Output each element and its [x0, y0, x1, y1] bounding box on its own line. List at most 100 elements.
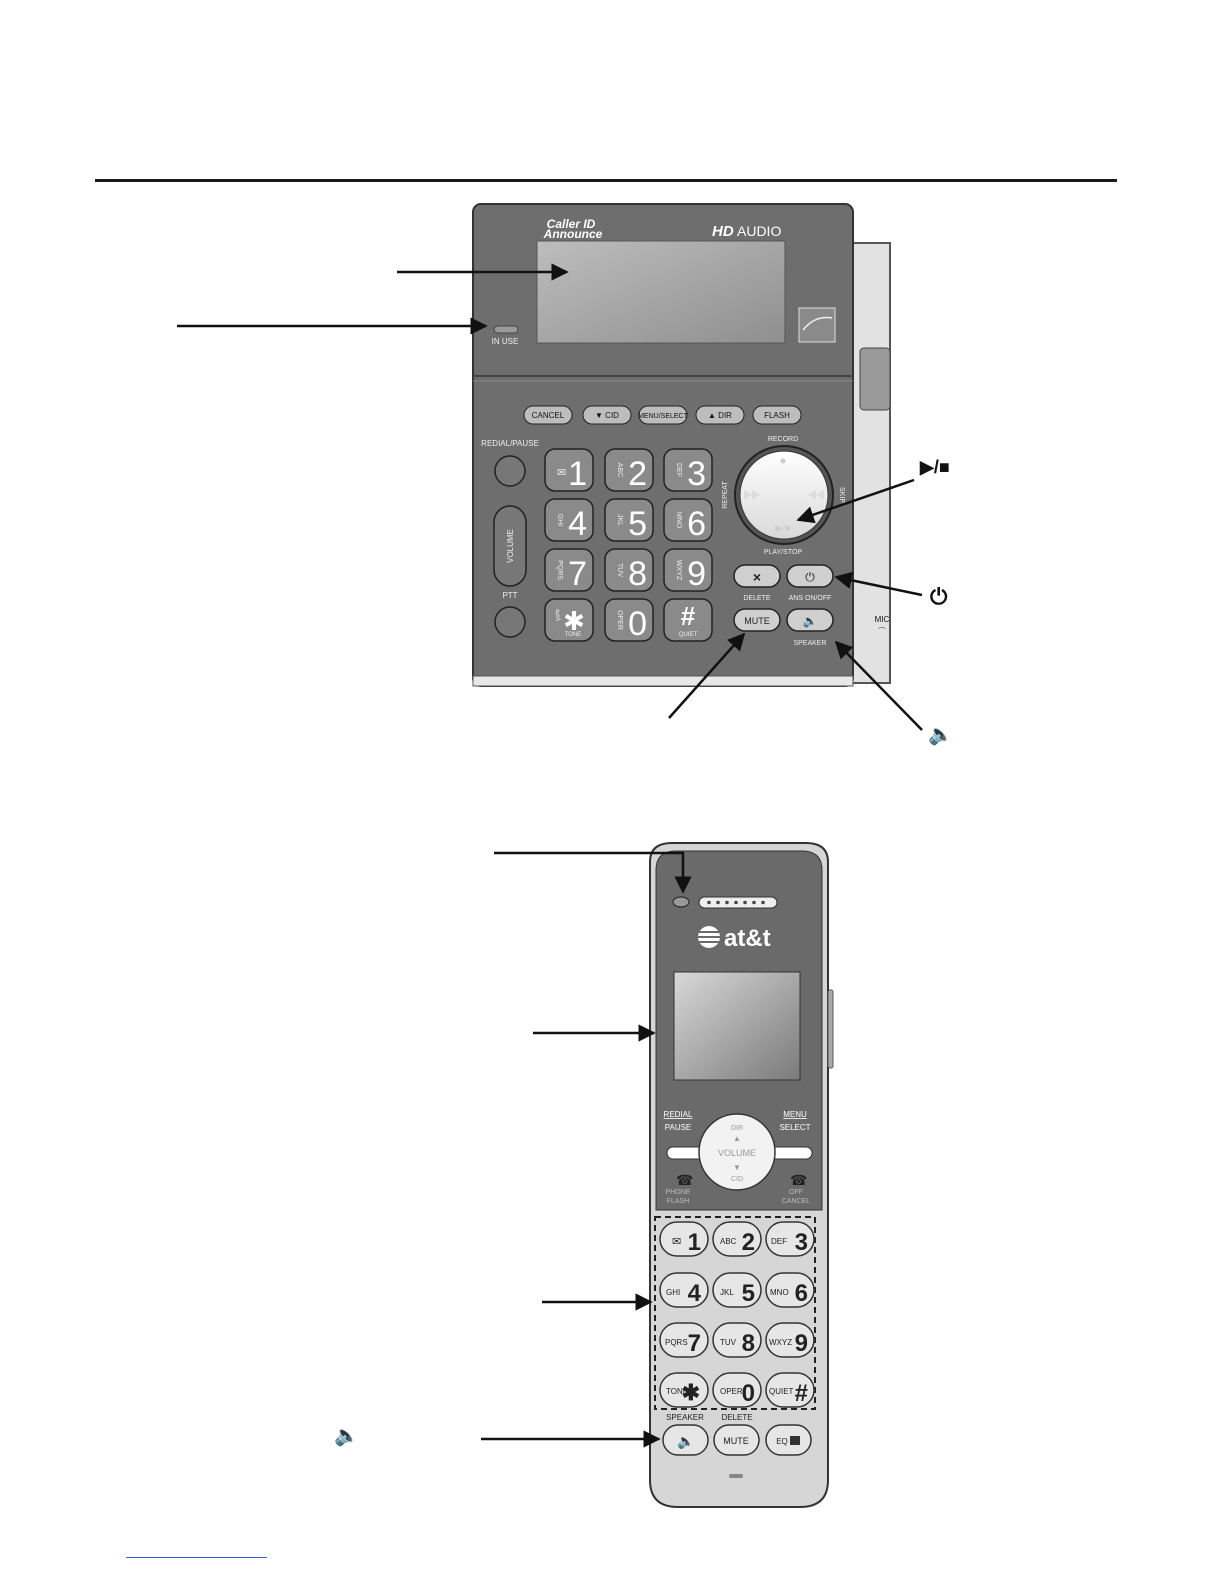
base-lcd-screen — [536, 240, 786, 344]
base-mute-button[interactable] — [733, 608, 781, 632]
base-side-panel — [851, 242, 891, 684]
mic-hole-icon: ⌒ — [878, 627, 886, 636]
svg-text:#: # — [795, 1380, 808, 1407]
ans-on-off-button[interactable] — [786, 564, 834, 588]
svg-text:TUV: TUV — [720, 1338, 737, 1347]
ans-on-off-label: ANS ON/OFF — [789, 595, 832, 602]
svg-text:WXYZ: WXYZ — [769, 1338, 792, 1347]
skip-label: SKIP — [838, 487, 845, 503]
play-stop-callout-icon: ▶/■ — [919, 457, 950, 477]
hs-off-icon[interactable]: ☎ — [790, 1172, 807, 1188]
hs-mute-button[interactable] — [713, 1424, 760, 1456]
hs-speaker-button[interactable] — [662, 1424, 709, 1456]
svg-text:#: # — [681, 601, 696, 631]
footer-link-underline[interactable] — [126, 1557, 267, 1558]
svg-text:JKL: JKL — [720, 1288, 734, 1297]
hs-down-icon: ▼ — [733, 1163, 741, 1172]
hs-key-8[interactable]: TUV 8 — [712, 1322, 762, 1358]
svg-text:QUIET: QUIET — [769, 1387, 794, 1396]
hs-key-1[interactable]: ✉1 — [659, 1221, 709, 1257]
callout-arrow-play-stop — [796, 478, 915, 524]
top-rule — [95, 179, 1117, 182]
svg-text:CANCEL: CANCEL — [532, 411, 565, 420]
svg-text:0: 0 — [628, 605, 647, 643]
svg-text:PQRS: PQRS — [556, 560, 563, 580]
hs-dir-label: DIR — [731, 1125, 743, 1132]
forward-icon — [808, 490, 824, 500]
hs-eq-button[interactable] — [765, 1424, 812, 1456]
svg-text:QUIET: QUIET — [679, 632, 698, 638]
svg-text:PQRS: PQRS — [665, 1338, 688, 1347]
power-callout-icon: ⏻ — [930, 584, 948, 609]
ptt-label: PTT — [502, 591, 517, 600]
base-speaker-button[interactable] — [786, 608, 834, 632]
hs-key-5[interactable]: JKL 5 — [712, 1272, 762, 1308]
base-key-star[interactable]: a⇄A✱TONE — [544, 598, 594, 642]
svg-text:✉: ✉ — [672, 1236, 681, 1248]
ptt-button[interactable] — [494, 606, 526, 638]
svg-text:0: 0 — [742, 1380, 755, 1407]
audio-text: AUDIO — [737, 223, 781, 239]
svg-text:TUV: TUV — [616, 563, 623, 577]
hs-nav-button[interactable] — [698, 1113, 776, 1191]
base-unit: Caller ID Announce HD AUDIO IN USE CANCE… — [472, 203, 891, 687]
speaker-callout-icon: 🔈 — [928, 724, 953, 746]
base-key-6[interactable]: MNO 6 — [663, 498, 713, 543]
cid-down-button[interactable] — [582, 405, 632, 425]
delete-button[interactable] — [733, 564, 781, 588]
hs-up-icon: ▲ — [733, 1134, 741, 1143]
svg-text:MNO: MNO — [675, 512, 682, 529]
svg-text:8: 8 — [742, 1330, 755, 1357]
menu-select-button[interactable] — [638, 405, 688, 425]
hs-redial-label: REDIAL — [664, 1110, 693, 1119]
cancel-button[interactable] — [523, 405, 573, 425]
energy-star-logo — [798, 307, 836, 343]
svg-text:MENU/SELECT: MENU/SELECT — [638, 413, 689, 420]
play-stop-label: PLAY/STOP — [764, 549, 803, 556]
hs-key-star[interactable]: TONE✱ — [659, 1372, 709, 1408]
hs-key-hash[interactable]: QUIET# — [765, 1372, 815, 1408]
svg-text:a⇄A: a⇄A — [554, 609, 561, 621]
speaker-label: SPEAKER — [793, 640, 826, 647]
flash-button[interactable] — [752, 405, 802, 425]
base-key-1[interactable]: ✉1 — [544, 448, 594, 493]
rewind-icon — [744, 490, 760, 500]
in-use-label: IN USE — [492, 337, 519, 346]
redial-pause-button[interactable] — [494, 455, 526, 487]
svg-text:2: 2 — [628, 455, 647, 493]
hs-phone-icon[interactable]: ☎ — [676, 1172, 693, 1188]
svg-text:5: 5 — [742, 1280, 755, 1307]
callout-arrow-speaker — [834, 640, 923, 731]
svg-text:6: 6 — [687, 505, 706, 543]
callout-arrow-mute — [668, 632, 746, 719]
play-stop-dial-icon: ▶/■ — [776, 523, 791, 533]
svg-text:3: 3 — [795, 1229, 808, 1256]
mic-label: MIC — [875, 615, 890, 624]
dir-up-button[interactable] — [695, 405, 745, 425]
volume-rocker[interactable] — [493, 505, 527, 587]
svg-text:MUTE: MUTE — [744, 616, 770, 626]
base-key-hash[interactable]: #QUIET — [663, 598, 713, 642]
svg-text:1: 1 — [568, 455, 587, 493]
hs-eq-icon — [790, 1436, 800, 1445]
delete-label: DELETE — [743, 595, 771, 602]
svg-text:▲ DIR: ▲ DIR — [708, 411, 732, 420]
hs-speaker-label: SPEAKER — [666, 1413, 704, 1422]
